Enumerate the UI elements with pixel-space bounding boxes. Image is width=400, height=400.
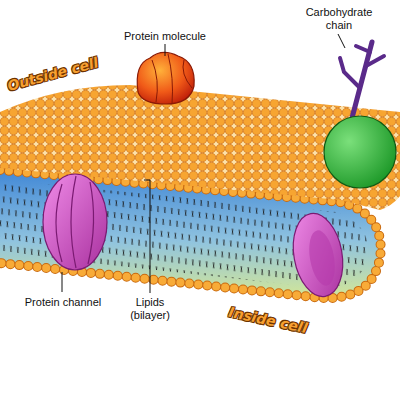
integral-protein (287, 209, 349, 300)
protein-channel (43, 174, 107, 270)
part-label: Lipids (bilayer) (116, 296, 184, 322)
glycoprotein (324, 42, 396, 188)
part-label: Protein channel (24, 296, 102, 309)
protein-molecule (137, 52, 194, 104)
part-label: Carbohydrate chain (298, 6, 380, 32)
leader-lines (62, 34, 345, 293)
region-label: Inside cell (227, 304, 309, 336)
part-label: Protein molecule (115, 30, 215, 43)
